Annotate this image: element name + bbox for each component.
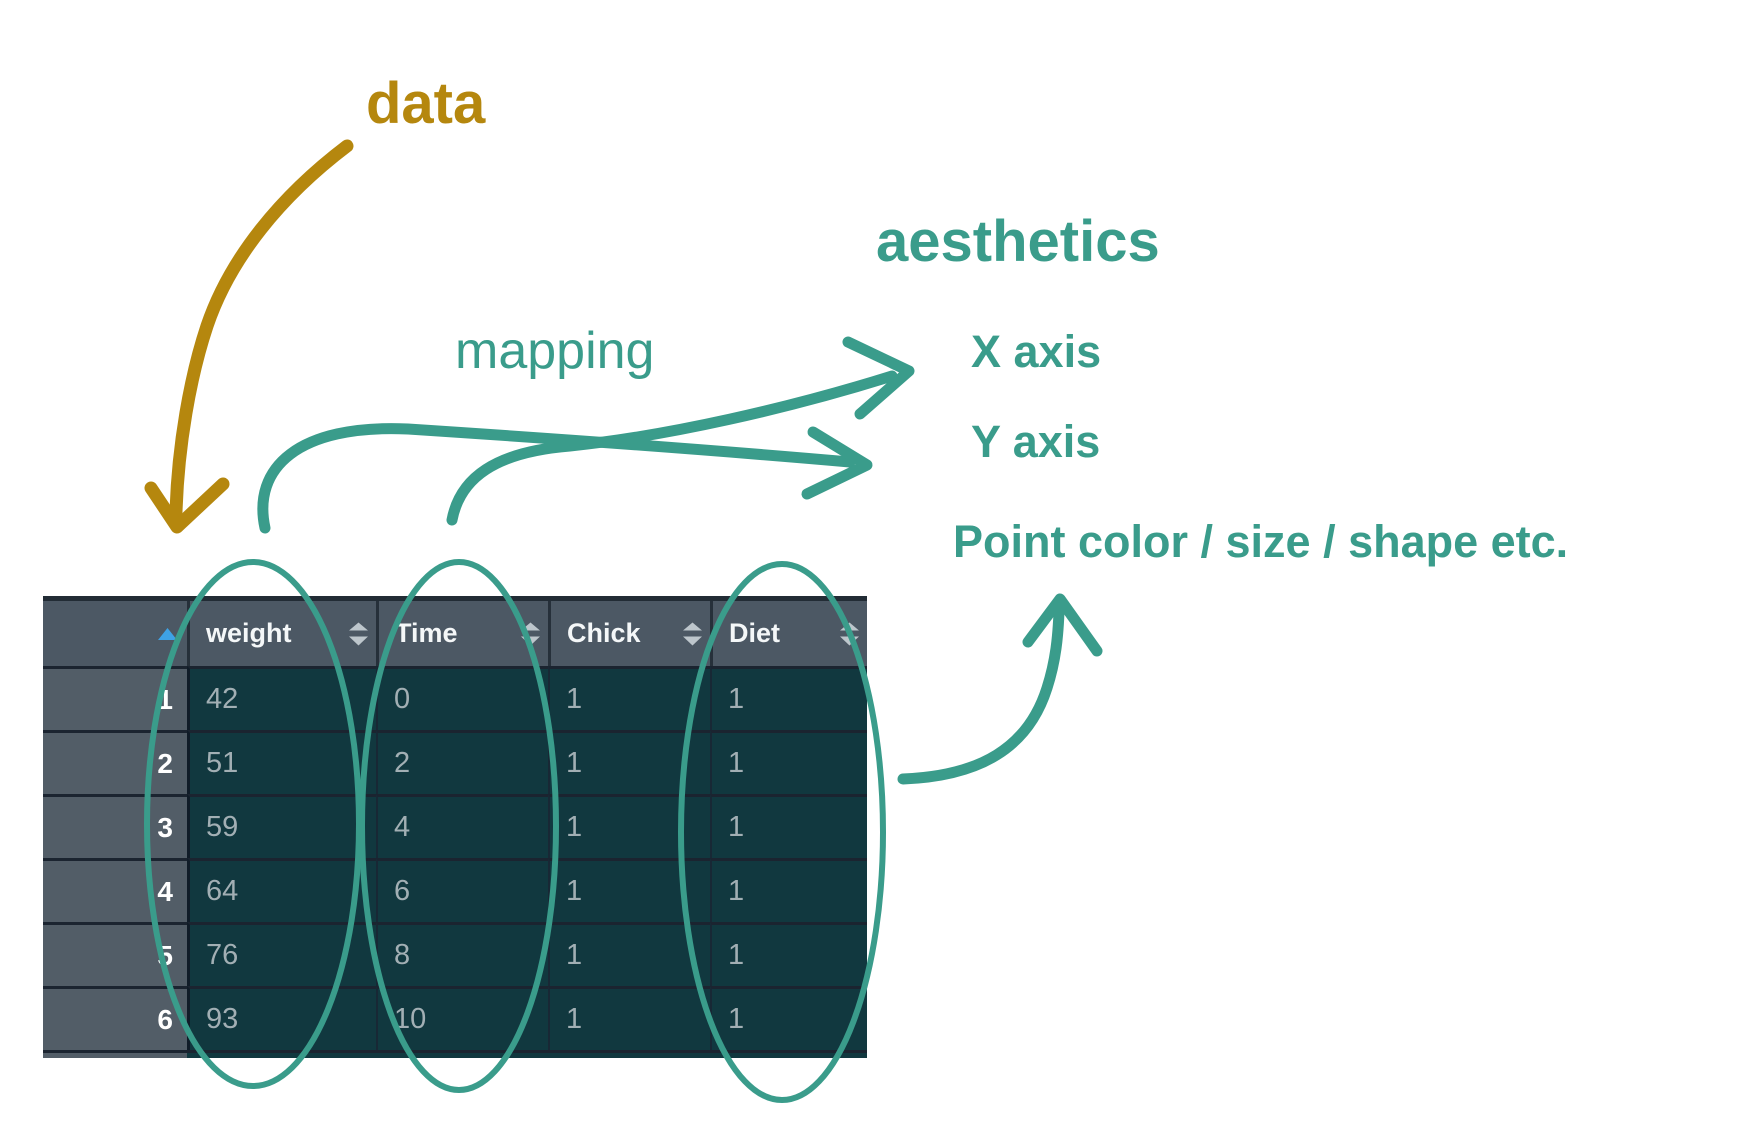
data-table: weight Time Chick Diet [43,596,867,1058]
sort-up-triangle [521,622,540,630]
table-bottom-strip [43,1050,187,1058]
sort-ascending-triangle [158,627,177,640]
cell-diet: 1 [710,986,867,1050]
data-arrow-head [144,477,230,534]
row-number: 1 [43,666,187,730]
diet-to-point-arrow [897,593,1103,785]
cell-diet: 1 [710,794,867,858]
cell-weight: 93 [187,986,376,1050]
cell-weight: 42 [187,666,376,730]
column-header-label: Time [395,618,458,648]
cell-time: 0 [376,666,548,730]
row-number: 2 [43,730,187,794]
column-header-label: Chick [567,618,641,648]
cell-time: 2 [376,730,548,794]
sort-down-triangle [349,636,368,645]
cell-chick: 1 [548,794,710,858]
time-to-x-arrow-head [842,336,915,420]
data-label: data [366,71,486,136]
row-number: 5 [43,922,187,986]
sort-up-triangle [683,622,702,630]
column-header-weight[interactable]: weight [187,601,376,666]
table-bottom-strip [187,1050,867,1058]
y-axis-item: Y axis [971,416,1101,467]
column-header-label: weight [206,618,292,648]
cell-time: 8 [376,922,548,986]
diet-to-point-arrow-shaft [897,606,1065,785]
sort-down-triangle [521,636,540,645]
row-number: 3 [43,794,187,858]
sort-toggle-icon[interactable] [348,621,369,646]
row-number-header[interactable] [43,601,187,666]
cell-time: 6 [376,858,548,922]
sort-toggle-icon[interactable] [520,621,541,646]
column-header-chick[interactable]: Chick [548,601,710,666]
cell-diet: 1 [710,666,867,730]
cell-chick: 1 [548,730,710,794]
aesthetics-heading: aesthetics [876,209,1160,274]
weight-to-y-arrow [257,423,873,534]
data-arrow-shaft [169,139,354,519]
cell-diet: 1 [710,922,867,986]
cell-time: 4 [376,794,548,858]
cell-diet: 1 [710,858,867,922]
sort-toggle-icon[interactable] [839,621,860,646]
cell-weight: 51 [187,730,376,794]
cell-chick: 1 [548,922,710,986]
cell-weight: 59 [187,794,376,858]
cell-diet: 1 [710,730,867,794]
diet-to-point-arrow-head [1022,593,1103,657]
cell-chick: 1 [548,986,710,1050]
cell-weight: 76 [187,922,376,986]
sort-down-triangle [840,636,859,645]
row-number: 6 [43,986,187,1050]
point-aesthetics-item: Point color / size / shape etc. [953,516,1569,567]
cell-chick: 1 [548,666,710,730]
sort-up-triangle [349,622,368,630]
cell-weight: 64 [187,858,376,922]
sort-toggle-icon[interactable] [682,621,703,646]
weight-to-y-arrow-head [801,426,873,500]
row-number: 4 [43,858,187,922]
column-header-diet[interactable]: Diet [710,601,867,666]
column-header-label: Diet [729,618,781,648]
sort-up-triangle [840,622,859,630]
cell-time: 10 [376,986,548,1050]
weight-to-y-arrow-shaft [257,423,856,534]
sort-ascending-icon[interactable] [157,627,178,641]
data-arrow [144,139,354,534]
sort-down-triangle [683,636,702,645]
mapping-label: mapping [455,322,655,380]
x-axis-item: X axis [971,326,1102,377]
time-to-x-arrow-shaft [446,370,898,526]
column-header-time[interactable]: Time [376,601,548,666]
cell-chick: 1 [548,858,710,922]
